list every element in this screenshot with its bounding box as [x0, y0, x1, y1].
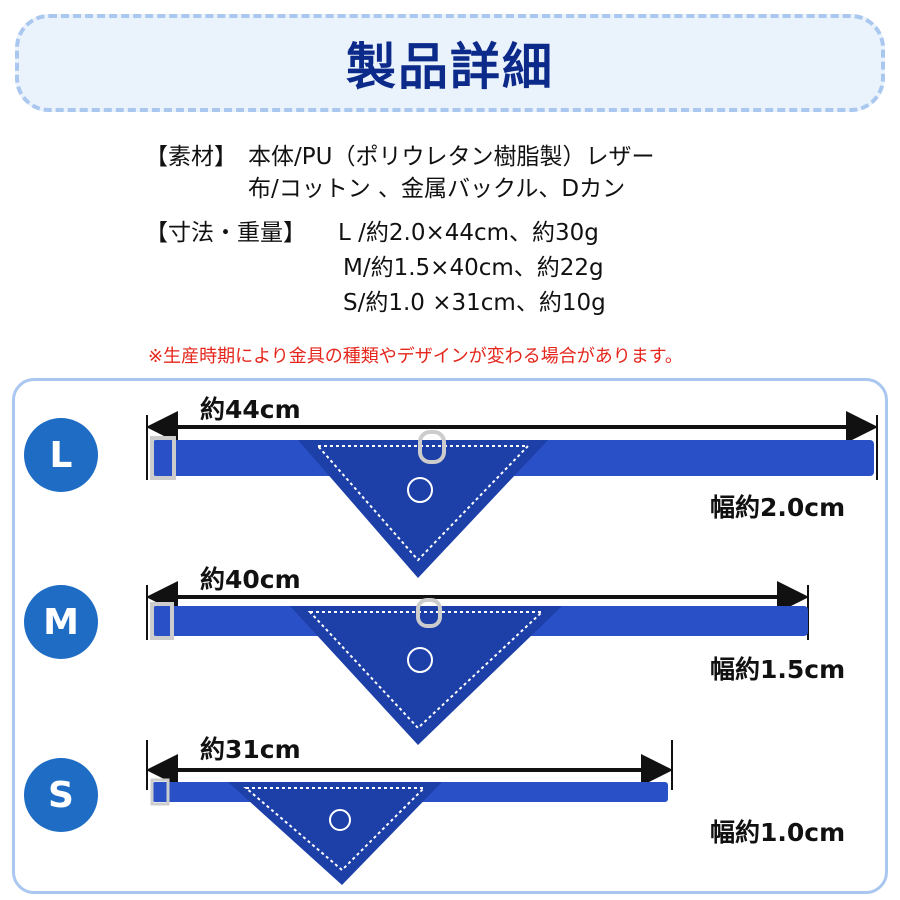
size-badge-l: L — [24, 418, 98, 492]
size-label: 【寸法・重量】 — [145, 220, 306, 246]
size-badge-m: M — [24, 585, 98, 659]
material-label: 【素材】 — [145, 144, 237, 170]
header-banner: 製品詳細 — [15, 14, 885, 112]
width-label-m: 幅約1.5cm — [710, 655, 846, 684]
size-panel — [12, 378, 888, 894]
width-label-l: 幅約2.0cm — [710, 493, 846, 522]
collar-s — [146, 740, 673, 885]
material-line-1: 本体/PU（ポリウレタン樹脂製）レザー — [248, 144, 655, 170]
notice-text: ※生産時期により金具の種類やデザインが変わる場合があります。 — [148, 346, 683, 367]
page-title: 製品詳細 — [346, 38, 554, 96]
collar-m — [146, 581, 809, 745]
width-label-s: 幅約1.0cm — [710, 818, 846, 847]
length-label-m: 約40cm — [200, 565, 301, 594]
size-badge-s: S — [24, 758, 98, 832]
size-m: M/約1.5×40cm、約22g — [343, 255, 604, 281]
collar-l — [146, 411, 878, 578]
size-s: S/約1.0 ×31cm、約10g — [343, 290, 606, 316]
length-label-l: 約44cm — [200, 395, 301, 424]
size-l: L /約2.0×44cm、約30g — [338, 220, 599, 246]
length-label-s: 約31cm — [200, 735, 301, 764]
material-line-2: 布/コットン 、金属バックル、Dカン — [248, 176, 626, 202]
